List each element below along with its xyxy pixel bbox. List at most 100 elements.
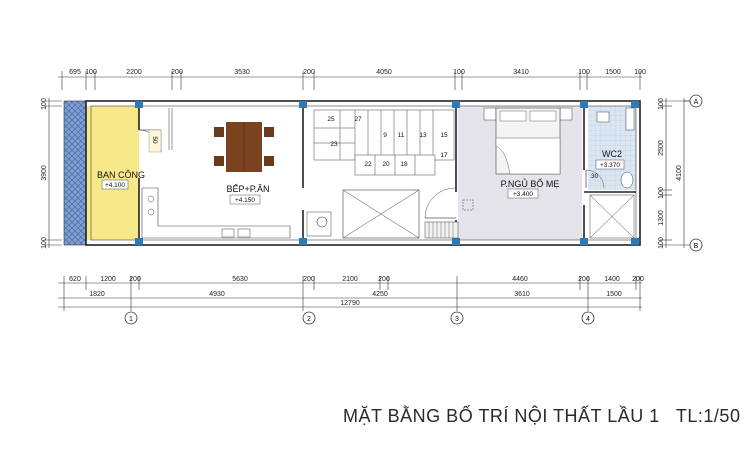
top-dimension-line: 695 100 2200 200 3530 200 4050 100 3410 … — [58, 69, 646, 90]
axis-marker-b — [689, 238, 703, 252]
bottom-dim-3: 200 — [129, 276, 141, 283]
left-dimension-line: 100 3900 100 — [41, 98, 62, 249]
bottom-dim-row2-5: 1500 — [606, 291, 622, 298]
stair-step-17: 17 — [440, 152, 448, 159]
right-dim-2: 2500 — [658, 140, 665, 156]
bottom-dim-row2-2: 4930 — [209, 291, 225, 298]
balcony-door: 50 — [138, 108, 173, 153]
wardrobe — [424, 221, 459, 239]
axis-label-a: A — [694, 99, 699, 106]
top-dim-3: 2200 — [126, 69, 142, 76]
nightstand — [559, 107, 573, 121]
axis-marker-a — [689, 94, 703, 108]
toilet-icon — [620, 171, 634, 189]
wc-fixtures: 30 — [585, 107, 635, 239]
staircase: 25 27 9 11 13 15 23 17 22 20 18 — [306, 109, 455, 239]
pillow — [499, 110, 527, 122]
axis-label-b: B — [694, 243, 699, 250]
top-dim-10: 100 — [578, 69, 590, 76]
balcony-name: BAN CÔNG — [97, 170, 145, 180]
bottom-dim-row2-3: 4250 — [372, 291, 388, 298]
right-dimension-line: 100 2500 100 1300 100 4100 A B — [658, 94, 703, 252]
wc-level: +3.370 — [600, 162, 620, 169]
axis-marker-3 — [450, 311, 464, 325]
axis-label-3: 3 — [455, 316, 459, 323]
bottom-dim-11: 200 — [632, 276, 644, 283]
balcony-floor — [86, 106, 139, 240]
axis-label-4: 4 — [586, 316, 590, 323]
kitchen-counter — [141, 187, 291, 239]
stair-step-20: 20 — [382, 161, 390, 168]
bottom-dim-4: 5630 — [232, 276, 248, 283]
top-dim-7: 4050 — [376, 69, 392, 76]
stair-step-27: 27 — [354, 116, 362, 123]
bottom-dim-2: 1200 — [100, 276, 116, 283]
top-dim-8: 100 — [453, 69, 465, 76]
bottom-dim-5: 200 — [303, 276, 315, 283]
balcony-railing — [63, 100, 87, 246]
dining-table — [214, 122, 274, 172]
axis-label-1: 1 — [129, 316, 133, 323]
bottom-dim-9: 200 — [578, 276, 590, 283]
bottom-dim-7: 200 — [378, 276, 390, 283]
top-dim-2: 100 — [85, 69, 97, 76]
top-dim-4: 200 — [171, 69, 183, 76]
top-dim-1: 695 — [69, 69, 81, 76]
top-dim-6: 200 — [303, 69, 315, 76]
pillow — [529, 110, 557, 122]
nightstand — [483, 107, 497, 121]
left-dim-2: 3900 — [41, 165, 48, 181]
top-dim-11: 1500 — [605, 69, 621, 76]
sink-icon — [221, 228, 235, 238]
stair-step-11: 11 — [398, 132, 405, 139]
wc-door — [585, 169, 605, 189]
plan-title: MẶT BẰNG BỐ TRÍ NỘI THẤT LẦU 1 TL:1/50 — [343, 405, 740, 426]
stair-step-15: 15 — [440, 132, 448, 139]
door-label-50: 50 — [151, 136, 158, 144]
bottom-dim-1: 620 — [69, 276, 81, 283]
total-length-dim: 12790 — [340, 300, 360, 307]
bottom-dim-8: 4460 — [512, 276, 528, 283]
basin-icon — [316, 216, 328, 228]
bedroom-furniture — [424, 107, 573, 239]
bottom-dim-6: 2100 — [342, 276, 358, 283]
wc-name: WC2 — [602, 149, 622, 159]
left-dim-1: 100 — [41, 98, 48, 110]
stair-step-25: 25 — [327, 116, 335, 123]
stove-burner-icon — [147, 195, 155, 203]
axis-marker-2 — [302, 311, 316, 325]
stair-step-9: 9 — [383, 132, 387, 139]
bedroom-door — [424, 187, 456, 219]
top-dim-12: 100 — [634, 69, 646, 76]
axis-marker-4 — [581, 311, 595, 325]
bedroom-level: +3.400 — [513, 191, 533, 198]
wc-sink-icon — [596, 111, 610, 123]
stair-step-13: 13 — [419, 132, 427, 139]
bottom-dim-row2-1: 1820 — [89, 291, 105, 298]
stair-step-18: 18 — [400, 161, 408, 168]
axis-markers: 1 2 3 4 — [124, 311, 595, 325]
door-label-30: 30 — [591, 173, 599, 180]
right-dim-4: 1300 — [658, 210, 665, 226]
right-dim-3: 100 — [658, 187, 665, 199]
balcony-level: +4.100 — [105, 182, 125, 189]
right-dim-5: 100 — [658, 237, 665, 249]
top-dim-9: 3410 — [513, 69, 529, 76]
bedroom-name: P.NGỦ BỐ MẸ — [501, 178, 560, 189]
bottom-dim-10: 1400 — [604, 276, 620, 283]
top-dim-5: 3530 — [234, 69, 250, 76]
kitchen-name: BẾP+P.ĂN — [226, 184, 269, 194]
axis-label-2: 2 — [307, 316, 311, 323]
stair-step-23: 23 — [330, 141, 338, 148]
sink-icon — [237, 228, 251, 238]
room-labels: BAN CÔNG +4.100 BẾP+P.ĂN +4.150 P.NGỦ BỐ… — [97, 149, 625, 205]
axis-marker-1 — [124, 311, 138, 325]
left-dim-3: 100 — [41, 237, 48, 249]
stair-step-22: 22 — [364, 161, 372, 168]
right-dim-total: 4100 — [676, 165, 683, 181]
bottom-dimension-lines: 620 1200 200 5630 200 2100 200 4460 200 … — [58, 276, 644, 311]
kitchen-level: +4.150 — [235, 197, 255, 204]
stove-burner-icon — [147, 208, 155, 216]
